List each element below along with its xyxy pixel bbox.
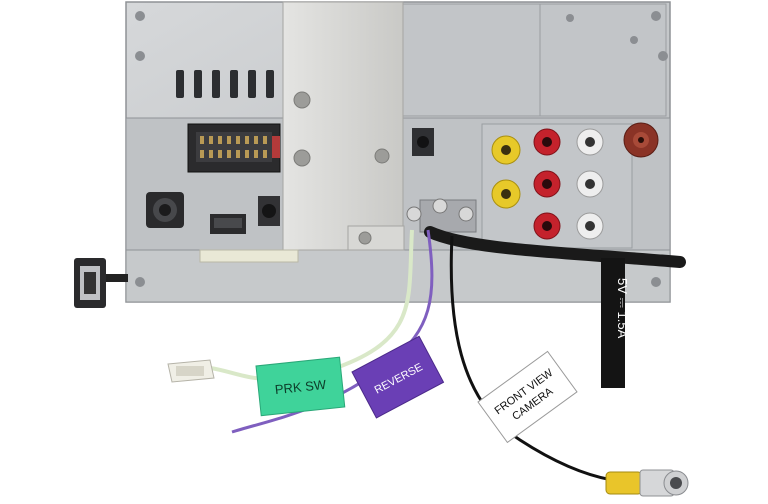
- spade-connector: [167, 359, 215, 383]
- rca-jack-red: [533, 212, 561, 240]
- mounting-bracket: [282, 1, 405, 251]
- aux-jack: [412, 128, 434, 156]
- prk-sw-tag: PRK SW: [255, 356, 346, 417]
- vent-slots: [176, 70, 274, 98]
- rca-jack-large-red: [623, 122, 659, 158]
- bracket-tab: [199, 249, 299, 263]
- small-connector: [210, 214, 246, 234]
- din-port: [146, 192, 184, 228]
- usb-power-rating-text: 5V ⎓ 1.5A: [615, 278, 630, 339]
- antenna-port: [258, 196, 280, 226]
- screw: [630, 36, 638, 44]
- front-view-camera-tag: FRONT VIEW CAMERA: [477, 350, 578, 444]
- screw: [135, 277, 145, 287]
- screw: [135, 51, 145, 61]
- screw: [135, 11, 145, 21]
- rca-panel: [481, 123, 633, 249]
- rca-jack-yellow: [491, 179, 521, 209]
- rca-jack-white: [576, 170, 604, 198]
- screw: [651, 11, 661, 21]
- prk-sw-label: PRK SW: [274, 377, 327, 397]
- wiring-harness-connector: [187, 123, 281, 173]
- rca-jack-yellow: [491, 135, 521, 165]
- screw: [651, 277, 661, 287]
- usb-power-rating-tag: 5V ⎓ 1.5A: [601, 258, 630, 388]
- screw: [566, 14, 574, 22]
- screw: [658, 51, 668, 61]
- rca-jack-white: [576, 212, 604, 240]
- usb-cable: [74, 226, 686, 308]
- rca-jack-red: [533, 170, 561, 198]
- rca-plug-yellow: [605, 469, 689, 497]
- rca-jack-red: [533, 128, 561, 156]
- reverse-tag: REVERSE: [351, 335, 445, 419]
- rca-jack-white: [576, 128, 604, 156]
